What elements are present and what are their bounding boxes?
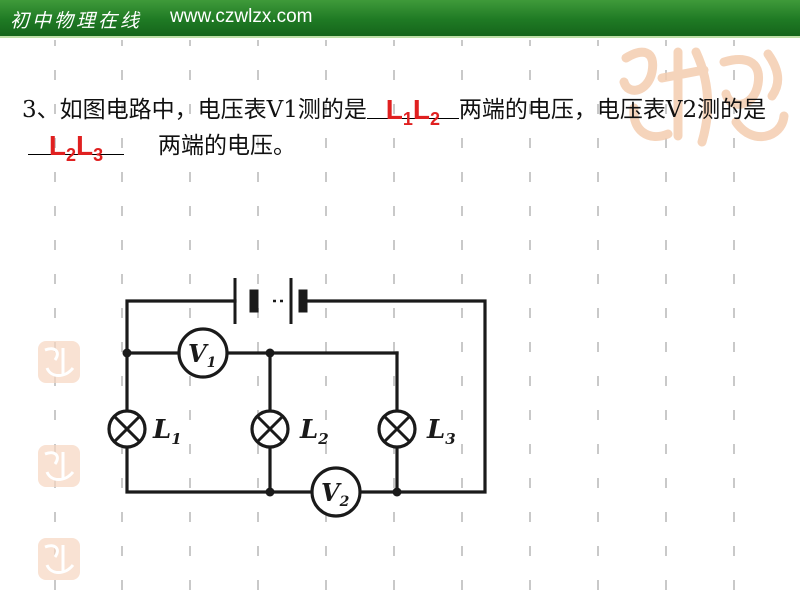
svg-text:L2: L2 [299, 415, 329, 448]
svg-text:L3: L3 [426, 415, 456, 448]
question-part-3: 两端的电压。 [158, 133, 296, 159]
circuit-diagram: V1 V2 L1 L2 L3 [107, 278, 487, 518]
lamp-l1: L1 [107, 409, 182, 449]
wire-top-left [125, 299, 237, 355]
watermark-seal-small-1 [38, 341, 80, 383]
wire-left-lower [125, 351, 317, 494]
watermark-seal-large [619, 47, 789, 147]
answer-blank-1: L1L2 [366, 92, 459, 129]
answer-2: L2L3 [48, 130, 104, 165]
svg-text:V2: V2 [321, 478, 350, 510]
question-part-2: 两端的电压，电压表V2测的是 [458, 97, 767, 123]
answer-1: L1L2 [385, 94, 441, 129]
answer-blank-2: L2L3 [28, 128, 124, 165]
lamp-l3: L3 [377, 409, 456, 449]
header-bar: 初中物理在线 www.czwlzx.com [0, 0, 800, 36]
watermark-seal-small-2 [38, 445, 80, 487]
wire-top-right [305, 299, 487, 494]
battery [233, 278, 308, 324]
svg-text:V1: V1 [188, 339, 216, 371]
header-divider [0, 36, 800, 38]
svg-text:L1: L1 [152, 415, 182, 448]
lamp-l2: L2 [250, 409, 329, 449]
watermark-seal-small-3 [38, 538, 80, 580]
voltmeter-v1: V1 [177, 327, 229, 379]
question-text: 3、如图电路中，电压表V1测的是 L1L2 两端的电压，电压表V2测的是 L2L3 两端… [22, 92, 792, 165]
voltmeter-v2: V2 [310, 466, 362, 518]
question-part-1: 3、如图电路中，电压表V1测的是 [22, 97, 367, 123]
site-url[interactable]: www.czwlzx.com [170, 6, 313, 27]
site-logo-text: 初中物理在线 [10, 10, 143, 32]
